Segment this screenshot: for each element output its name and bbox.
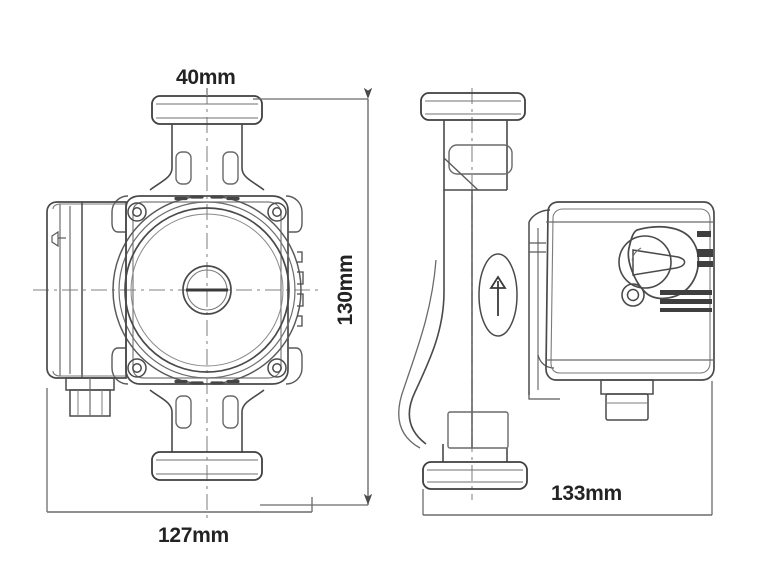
neck-bottom xyxy=(442,411,509,462)
round-port xyxy=(621,283,645,307)
dimension-label-130mm: 130mm xyxy=(334,255,357,326)
terminal-box xyxy=(46,201,127,379)
dimension-130mm xyxy=(260,87,373,506)
pump-volute-body xyxy=(398,190,473,449)
motor-terminal-body xyxy=(545,201,715,381)
housing-side-slots xyxy=(297,251,304,327)
dimension-label-133mm: 133mm xyxy=(551,482,622,505)
cable-gland xyxy=(600,379,654,421)
side-view xyxy=(398,88,715,500)
housing-bolt-pads xyxy=(111,195,303,385)
dimension-127mm xyxy=(46,388,313,513)
speed-selector-knob xyxy=(618,225,700,300)
indicator-led-strip xyxy=(660,231,713,312)
dimension-40mm xyxy=(206,88,368,100)
dimension-133mm xyxy=(422,381,713,516)
housing-bolt xyxy=(127,202,287,378)
neck-bottom xyxy=(149,389,265,452)
flange-bottom xyxy=(422,461,528,490)
round-motor-housing xyxy=(112,195,302,385)
flow-direction-arrow xyxy=(478,253,518,337)
center-vent-screw xyxy=(182,265,232,315)
dimension-label-40mm: 40mm xyxy=(176,66,236,89)
neck-top xyxy=(149,124,265,191)
flange-top xyxy=(420,92,526,121)
dimension-label-127mm: 127mm xyxy=(158,524,229,547)
housing-vent-notches xyxy=(174,195,240,385)
flange-bottom xyxy=(151,451,263,481)
cable-gland xyxy=(65,377,115,417)
